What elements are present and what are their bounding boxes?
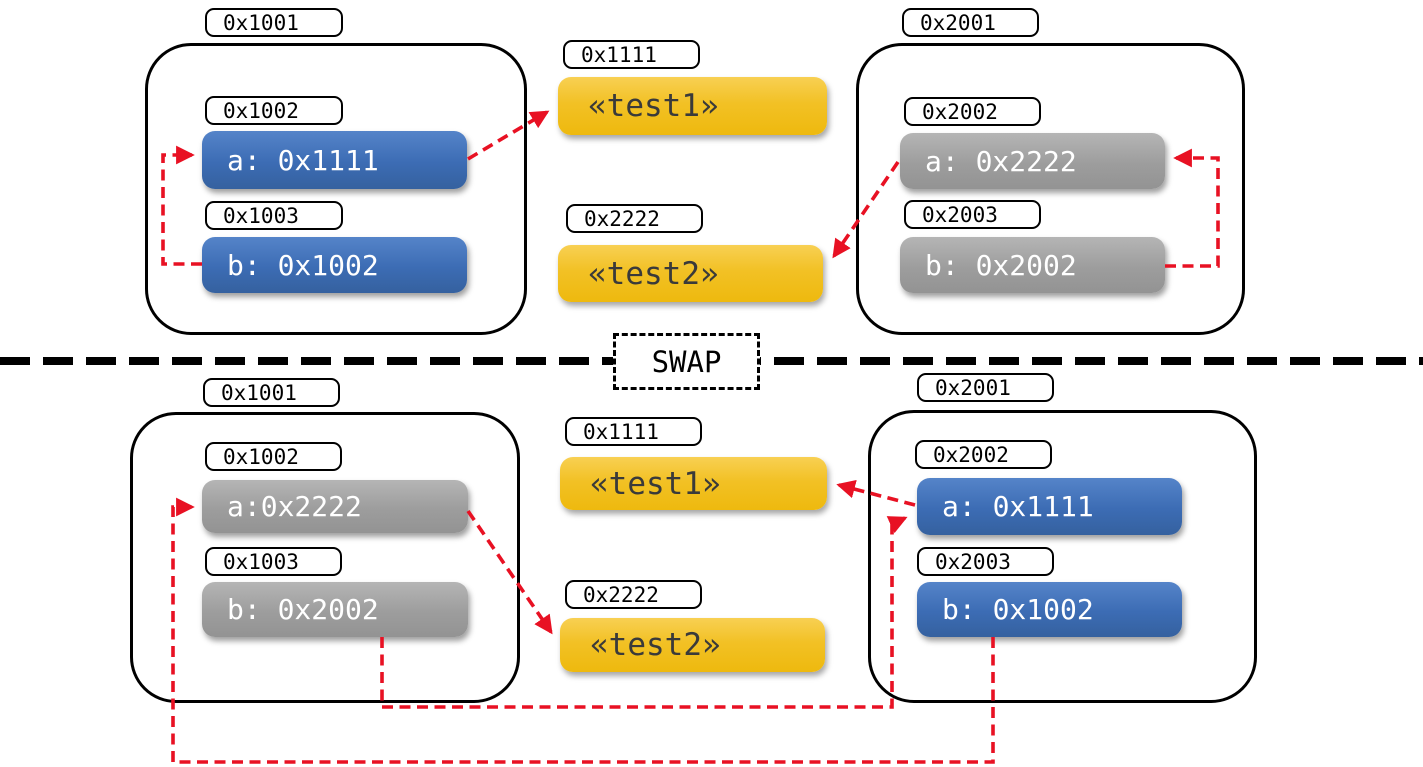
variable-box-b: b: 0x1002 <box>917 582 1182 637</box>
frame-address-tab: 0x2001 <box>902 8 1039 37</box>
string-address-tab: 0x2222 <box>565 580 702 609</box>
string-box-test1: «test1» <box>558 77 827 135</box>
variable-box-b: b: 0x2002 <box>202 582 468 637</box>
slot-address-tab: 0x1003 <box>205 201 343 230</box>
variable-box-b: b: 0x1002 <box>202 237 467 293</box>
slot-address-tab: 0x1002 <box>205 96 343 125</box>
frame-address-tab: 0x1001 <box>205 8 343 37</box>
slot-address-tab: 0x2002 <box>915 440 1052 469</box>
frame-address-tab: 0x1001 <box>203 378 340 407</box>
string-address-tab: 0x2222 <box>566 204 703 233</box>
string-box-test1: «test1» <box>560 457 827 510</box>
variable-box-b: b: 0x2002 <box>900 237 1165 293</box>
string-address-tab: 0x1111 <box>563 40 700 69</box>
string-address-tab: 0x1111 <box>565 417 702 446</box>
variable-box-a: a: 0x1111 <box>202 131 467 189</box>
frame-address-tab: 0x2001 <box>917 373 1054 402</box>
slot-address-tab: 0x2003 <box>904 200 1041 229</box>
string-box-test2: «test2» <box>560 618 825 672</box>
string-box-test2: «test2» <box>558 245 823 302</box>
variable-box-a: a: 0x2222 <box>900 133 1165 189</box>
slot-address-tab: 0x1003 <box>205 547 342 576</box>
variable-box-a: a: 0x1111 <box>917 478 1182 535</box>
slot-address-tab: 0x2003 <box>917 547 1054 576</box>
slot-address-tab: 0x2002 <box>904 97 1041 126</box>
variable-box-a: a:0x2222 <box>202 480 468 533</box>
slot-address-tab: 0x1002 <box>205 442 342 471</box>
swap-label-box: SWAP <box>613 333 760 390</box>
